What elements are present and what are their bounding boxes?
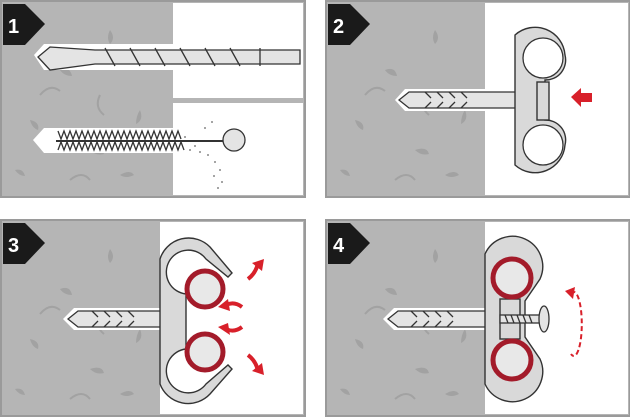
step-3-panel: 3	[0, 219, 306, 417]
wall-plug	[63, 308, 171, 330]
step-number: 2	[333, 16, 344, 38]
rotate-arrow-icon	[565, 287, 583, 357]
pipe	[184, 331, 226, 373]
wall-plug	[383, 308, 501, 330]
step-number: 3	[8, 235, 19, 257]
step-number: 1	[8, 16, 19, 38]
double-pipe-clip	[514, 26, 567, 174]
step-badge: 3	[3, 223, 45, 264]
step-badge: 2	[328, 4, 370, 45]
screw	[499, 305, 550, 333]
wall-plug	[395, 89, 526, 111]
step-4-panel: 4	[325, 219, 630, 417]
cleaning-brush	[33, 121, 246, 189]
step-badge: 1	[3, 4, 45, 45]
pipe	[184, 268, 226, 310]
drill-bit	[34, 44, 303, 71]
step-badge: 4	[328, 223, 370, 264]
pipe	[490, 256, 534, 300]
step-2-panel: 2	[325, 0, 630, 198]
step-number: 4	[333, 235, 345, 257]
snap-arrows-icon	[218, 259, 264, 375]
pipe	[490, 338, 534, 382]
push-arrow-icon	[571, 88, 592, 107]
step-1-panel: 1	[0, 0, 306, 198]
